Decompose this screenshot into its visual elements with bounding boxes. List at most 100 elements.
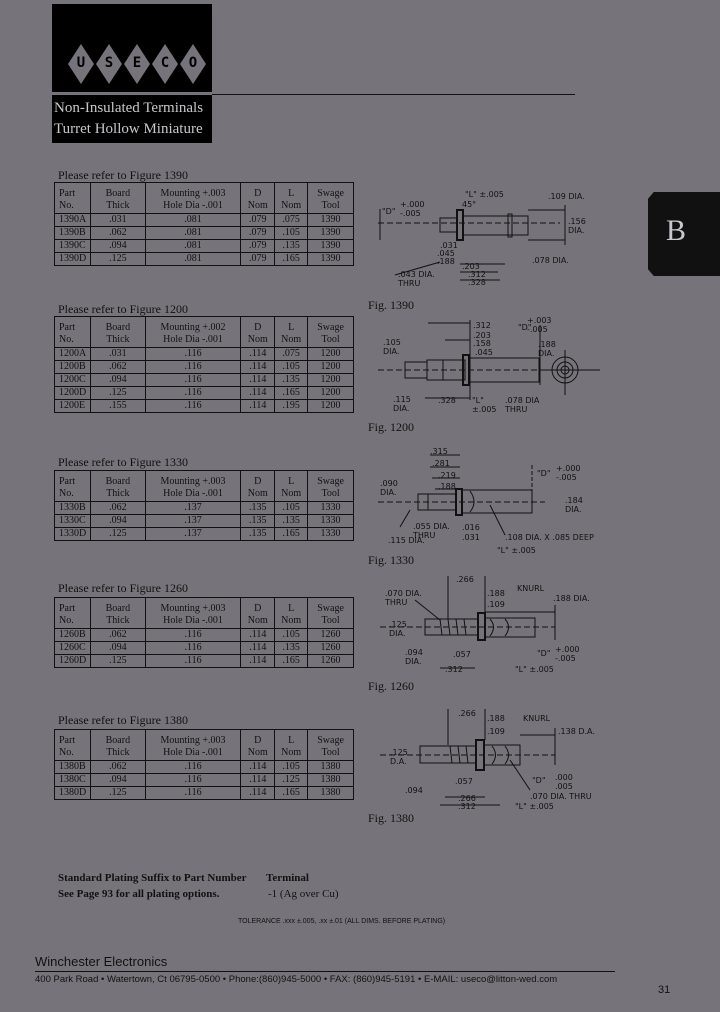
plating-col-label: Terminal xyxy=(266,872,309,884)
header-label: Board xyxy=(105,735,131,746)
dimension-label: "L" ±.005 xyxy=(465,190,504,199)
table-cell: 1330 xyxy=(307,527,354,541)
dimension-label: .055 DIA. THRU xyxy=(413,522,450,540)
header-label: Tool xyxy=(321,747,340,758)
dimension-label: .109 xyxy=(487,727,505,736)
dimension-label: .156 DIA. xyxy=(568,217,586,235)
header-label: Swage xyxy=(317,188,344,199)
header-label: Board xyxy=(105,188,131,199)
dimension-label: .188 xyxy=(487,589,505,598)
footer-address: 400 Park Road • Watertown, Ct 06795-0500… xyxy=(35,974,558,985)
dimension-label: .266 xyxy=(456,575,474,584)
plating-heading: Standard Plating Suffix to Part Number xyxy=(58,872,247,884)
header-label: L xyxy=(288,188,295,199)
dimension-label: .070 DIA. THRU xyxy=(385,589,422,607)
page-number: 31 xyxy=(658,984,671,996)
dimension-label: .266 xyxy=(458,794,476,803)
logo-letter: C xyxy=(160,55,170,71)
table-cell: 1330D xyxy=(54,527,91,541)
table-cell: .114 xyxy=(240,654,276,668)
dimension-label: "D" xyxy=(537,469,551,478)
dimension-label: +.000 -.005 xyxy=(555,645,580,663)
table-cell: .155 xyxy=(89,399,146,413)
header-label: Nom xyxy=(281,615,302,626)
dimension-label: .043 DIA. THRU xyxy=(398,270,435,288)
dimension-label: 45° xyxy=(462,200,477,209)
figure-caption: Fig. 1330 xyxy=(368,553,415,567)
header-label: Nom xyxy=(281,488,302,499)
header-label: Mounting +.003 xyxy=(160,476,226,487)
table-caption: Please refer to Figure 1330 xyxy=(58,455,188,469)
header-label: D xyxy=(254,322,262,333)
logo-letter: S xyxy=(104,55,114,71)
dimension-label: .188 xyxy=(437,257,455,266)
dimension-label: .328 xyxy=(438,396,456,405)
table-cell: .062 xyxy=(89,360,146,374)
footer-rule xyxy=(35,971,615,972)
table-cell: .125 xyxy=(89,786,146,800)
header-label: Board xyxy=(105,603,131,614)
table-cell: 1260D xyxy=(54,654,91,668)
dimension-label: "L" ±.005 xyxy=(472,396,497,414)
header-label: Thick xyxy=(106,488,130,499)
header-label: Thick xyxy=(106,747,130,758)
drawing-1330 xyxy=(378,454,545,536)
dimension-label: .312 xyxy=(473,321,491,330)
header-label: L xyxy=(288,476,295,487)
header-label: Tool xyxy=(321,488,340,499)
figure-caption: Fig. 1390 xyxy=(368,298,415,312)
dimension-label: .328 xyxy=(468,278,486,287)
header-label: Thick xyxy=(106,334,130,345)
header-label: Tool xyxy=(321,334,340,345)
dimension-label: "L" ±.005 xyxy=(515,665,554,674)
header-label: Nom xyxy=(247,615,268,626)
dimension-label: .057 xyxy=(453,650,471,659)
table-cell: 1390D xyxy=(54,252,91,266)
table-cell: 1380D xyxy=(54,786,91,800)
figure-caption: Fig. 1260 xyxy=(368,679,415,693)
dimension-label: .158 xyxy=(473,339,491,348)
dimension-label: .203 xyxy=(462,262,480,271)
table-cell: .114 xyxy=(240,399,276,413)
table-cell: .125 xyxy=(89,252,146,266)
table-caption: Please refer to Figure 1200 xyxy=(58,302,188,316)
header-label: Swage xyxy=(317,322,344,333)
logo-letter: E xyxy=(132,55,142,71)
header-label: Hole Dia -.001 xyxy=(163,334,223,345)
header-label: D xyxy=(254,735,262,746)
logo-diamond: E xyxy=(124,44,150,84)
figure-caption: Fig. 1380 xyxy=(368,811,415,825)
dimension-label: KNURL xyxy=(523,714,551,723)
dimension-label: .031 xyxy=(440,241,458,250)
dimension-label: KNURL xyxy=(517,584,545,593)
header-label: D xyxy=(254,603,262,614)
header-label: Hole Dia -.001 xyxy=(163,747,223,758)
table-caption: Please refer to Figure 1260 xyxy=(58,581,188,595)
dimension-label: .281 xyxy=(432,459,450,468)
header-label: Hole Dia -.001 xyxy=(163,615,223,626)
tolerance-note: TOLERANCE .xxx ±.005, .xx ±.01 (ALL DIMS… xyxy=(238,918,446,925)
header-label: Board xyxy=(105,476,131,487)
dimension-label: .078 DIA. xyxy=(532,256,569,265)
logo-diamond: S xyxy=(96,44,122,84)
